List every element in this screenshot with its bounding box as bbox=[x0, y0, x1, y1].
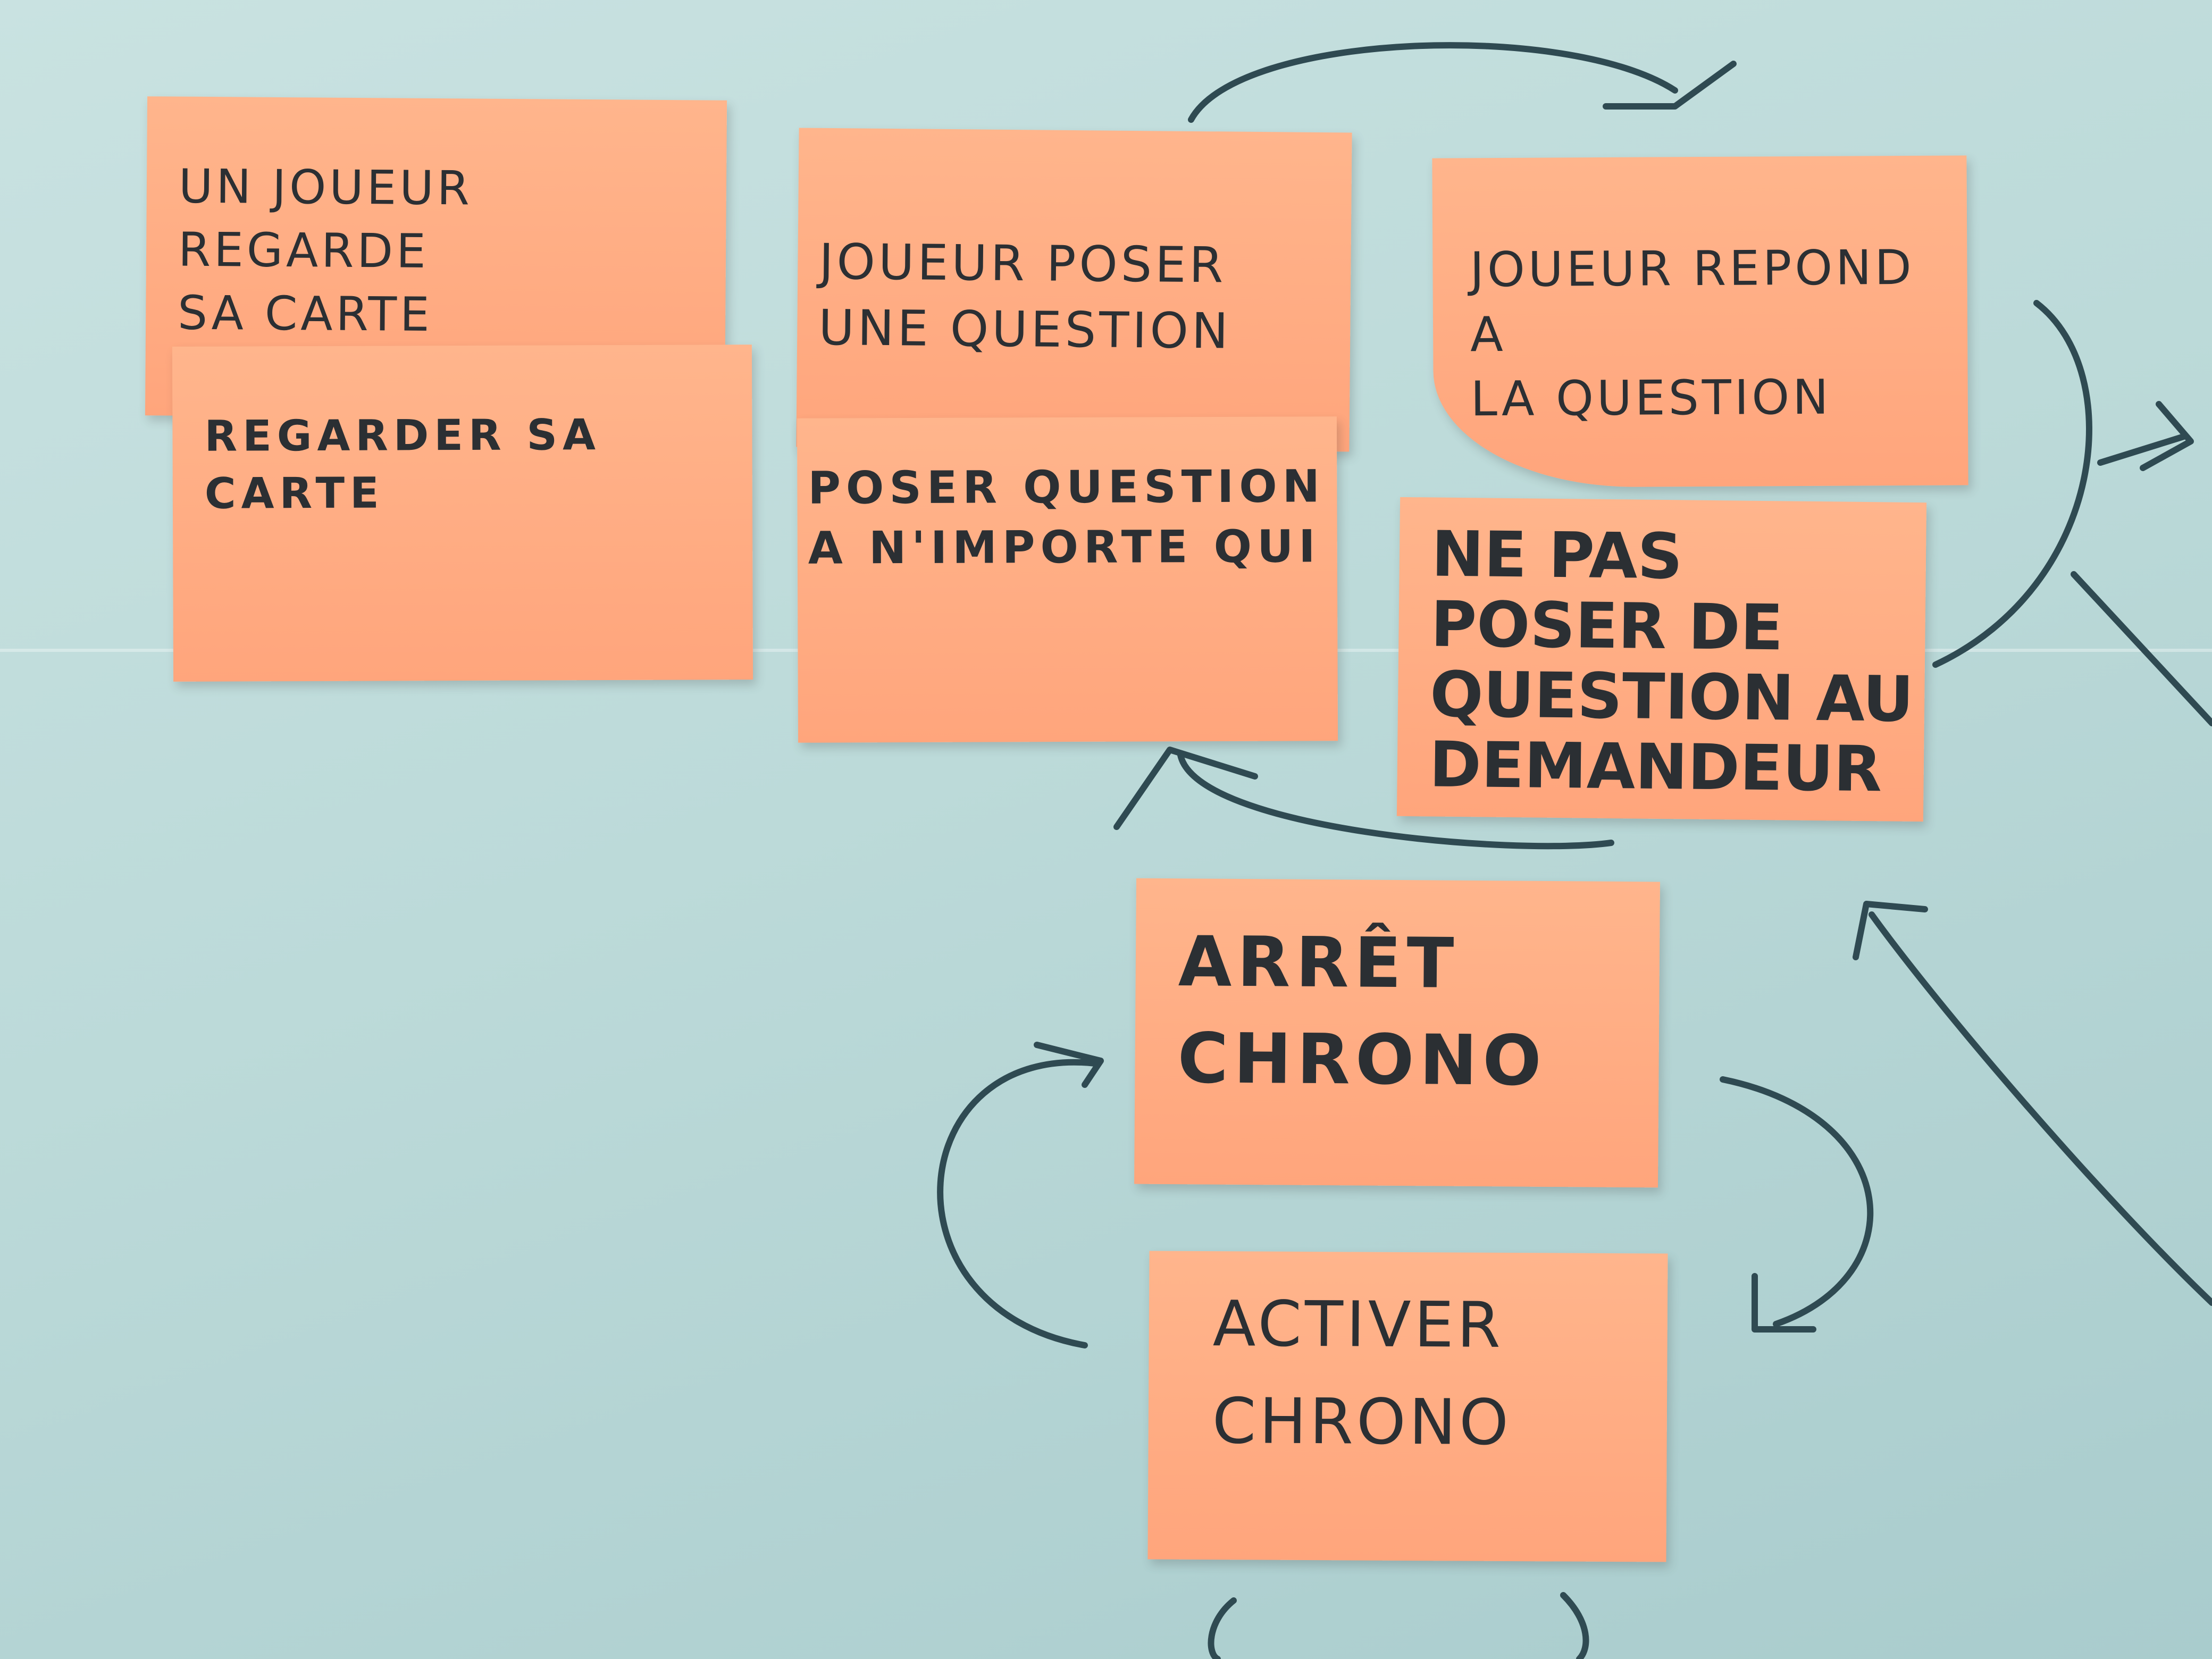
top-arc-arrowhead bbox=[1603, 61, 1737, 110]
note-text: POSER QUESTION A N'IMPORTE QUI bbox=[808, 460, 1326, 575]
right-diagonal-arrowhead bbox=[1853, 901, 1928, 960]
note-text: NE PAS POSER DE QUESTION AU DEMANDEUR bbox=[1429, 517, 1914, 806]
bottom-paren-right bbox=[1560, 1592, 1589, 1659]
bottom-paren-left bbox=[1208, 1597, 1237, 1659]
note-ne-pas-poser: NE PAS POSER DE QUESTION AU DEMANDEUR bbox=[1396, 497, 1927, 822]
note-joueur-poser: JOUEUR POSER UNE QUESTION bbox=[796, 128, 1352, 452]
right-edge-arrow bbox=[2097, 433, 2189, 466]
right-loop-arrow bbox=[1720, 1076, 1874, 1327]
left-loop-arrow bbox=[937, 1059, 1099, 1348]
left-loop-arrowhead bbox=[1034, 1042, 1104, 1088]
note-text: ACTIVER CHRONO bbox=[1212, 1287, 1512, 1459]
top-arc-arrow bbox=[1188, 42, 1678, 123]
right-diagonal-arrow bbox=[1869, 911, 2212, 1306]
note-joueur-repond: JOUEUR REPOND A LA QUESTION bbox=[1432, 155, 1968, 488]
note-activer-chrono: ACTIVER CHRONO bbox=[1147, 1251, 1668, 1562]
note-text: ARRÊT CHRONO bbox=[1177, 921, 1547, 1101]
note-regarder-sa-carte: REGARDER SA CARTE bbox=[172, 345, 753, 682]
upward-arrowhead bbox=[1113, 747, 1258, 830]
note-arret-chrono: ARRÊT CHRONO bbox=[1134, 878, 1660, 1188]
right-loop-arrowhead bbox=[1752, 1273, 1816, 1333]
note-poser-question: POSER QUESTION A N'IMPORTE QUI bbox=[797, 416, 1338, 743]
note-text: UN JOUEUR REGARDE SA CARTE bbox=[177, 158, 473, 342]
right-edge-arrowhead bbox=[2140, 401, 2194, 471]
note-text: JOUEUR POSER UNE QUESTION bbox=[818, 233, 1232, 360]
note-text: REGARDER SA CARTE bbox=[204, 410, 601, 518]
note-text: JOUEUR REPOND A LA QUESTION bbox=[1470, 239, 1915, 428]
